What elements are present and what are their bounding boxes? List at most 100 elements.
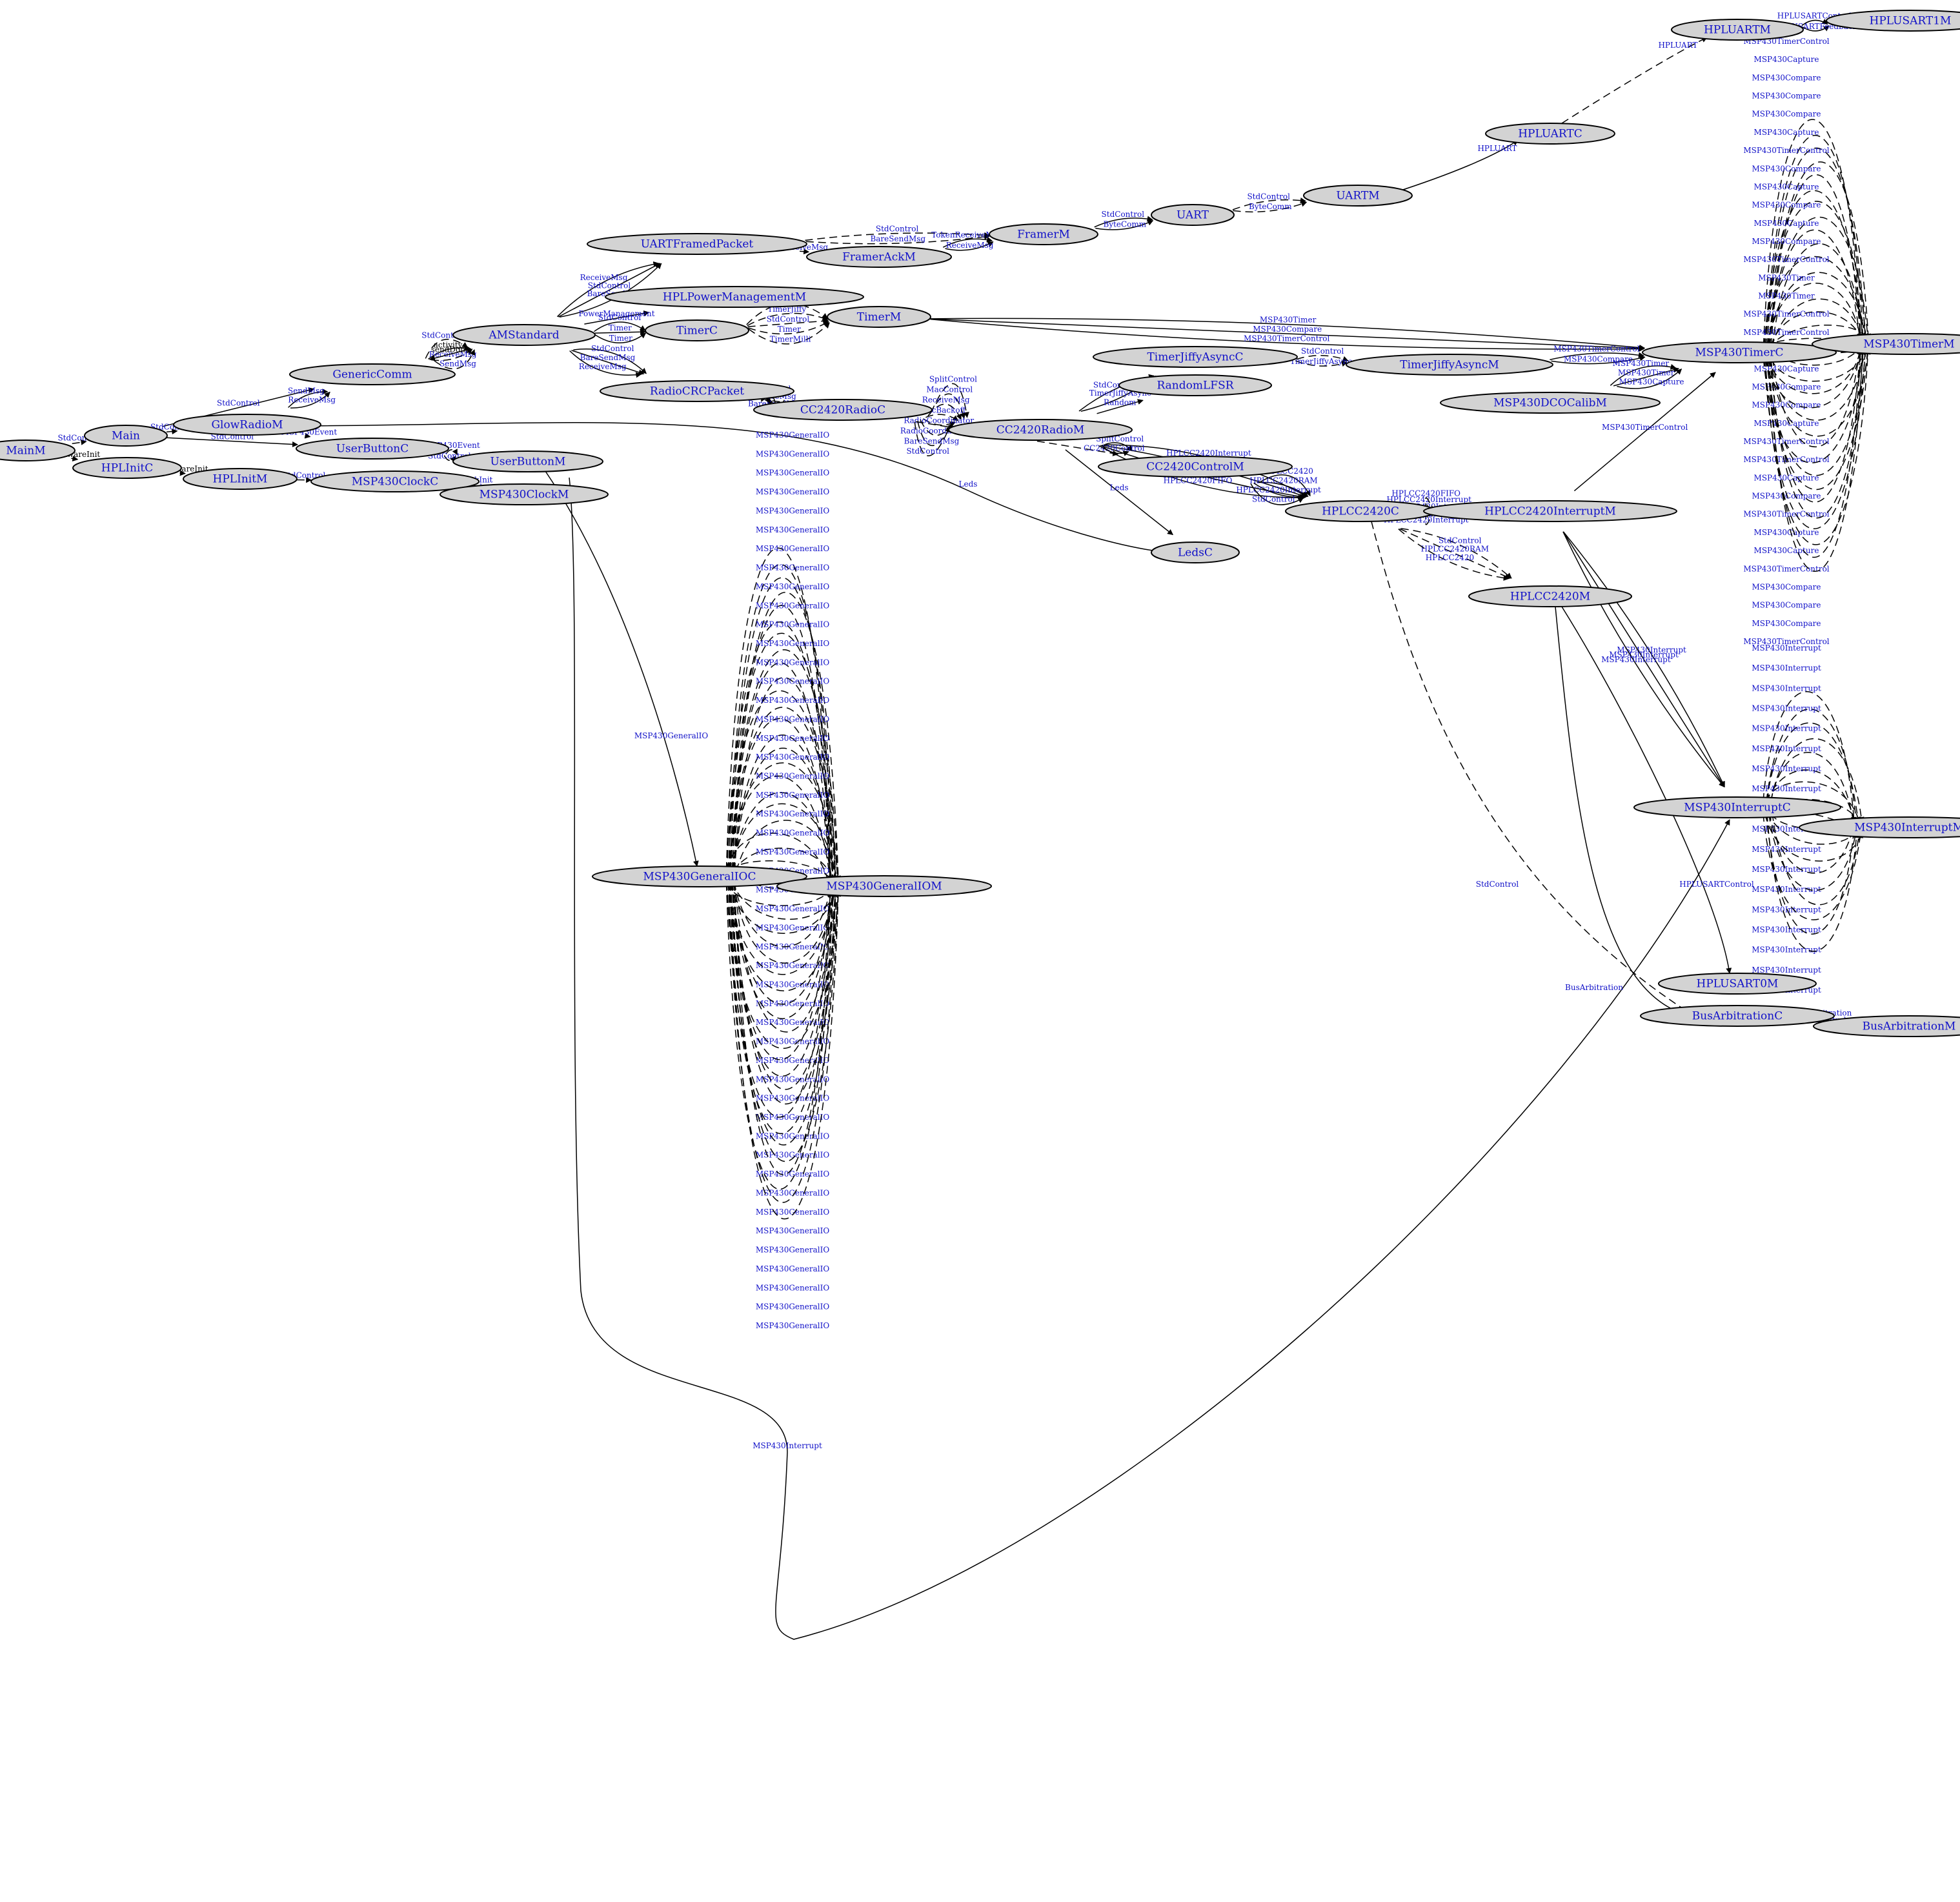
node-shape[interactable] (806, 246, 952, 268)
node-shape[interactable] (645, 319, 749, 341)
node-shape[interactable] (72, 457, 182, 479)
node-shape[interactable] (1093, 346, 1298, 368)
node-main[interactable]: Main (84, 425, 168, 447)
edge-line (569, 350, 642, 378)
fan-edge-line (1763, 345, 1863, 394)
node-hplusart1m[interactable]: HPLUSART1M (1826, 10, 1960, 32)
node-shape[interactable] (1813, 1015, 1960, 1037)
node-hplusart0m[interactable]: HPLUSART0M (1658, 973, 1817, 995)
node-shape[interactable] (989, 223, 1098, 245)
node-busarbitrationm[interactable]: BusArbitrationM (1813, 1015, 1960, 1037)
node-msp430generaliom[interactable]: MSP430GeneralIOM (776, 875, 992, 897)
node-shape[interactable] (1303, 185, 1413, 207)
fan-edge-label: MSP430Compare (1752, 383, 1821, 392)
node-timerjiffyasyncm[interactable]: TimerJiffyAsyncM (1346, 354, 1553, 376)
node-ledsc[interactable]: LedsC (1151, 541, 1240, 563)
edge-line (800, 248, 810, 255)
edge-framerackm-framerm: TokenReceiveMsg (931, 230, 1003, 248)
edge-line (930, 318, 1645, 352)
node-shape[interactable] (1118, 374, 1272, 396)
node-shape[interactable] (289, 363, 456, 385)
node-genericcomm[interactable]: GenericComm (289, 363, 456, 385)
node-timerm[interactable]: TimerM (827, 306, 931, 328)
node-shape[interactable] (1151, 204, 1235, 226)
node-hpluartm[interactable]: HPLUARTM (1671, 19, 1804, 41)
node-shape[interactable] (1799, 816, 1960, 838)
node-framerm[interactable]: FramerM (989, 223, 1098, 245)
edge-line (573, 349, 647, 374)
node-cc2420controlm[interactable]: CC2420ControlM (1098, 456, 1293, 478)
node-shape[interactable] (948, 419, 1133, 441)
node-shape[interactable] (600, 380, 794, 402)
node-shape[interactable] (183, 468, 298, 490)
node-uartframedpacket[interactable]: UARTFramedPacket (587, 233, 807, 255)
node-shape[interactable] (1098, 456, 1293, 478)
node-shape[interactable] (1423, 500, 1677, 522)
edge-label: MacControl (926, 385, 973, 394)
node-hplcc2420m[interactable]: HPLCC2420M (1468, 585, 1632, 607)
node-shape[interactable] (587, 233, 807, 255)
node-shape[interactable] (1640, 1005, 1835, 1027)
node-msp430generalioc[interactable]: MSP430GeneralIOC (592, 865, 807, 887)
node-uart[interactable]: UART (1151, 204, 1235, 226)
node-shape[interactable] (592, 865, 807, 887)
node-cc2420radiom[interactable]: CC2420RadioM (948, 419, 1133, 441)
node-msp430clockc[interactable]: MSP430ClockC (310, 470, 480, 492)
node-busarbitrationc[interactable]: BusArbitrationC (1640, 1005, 1835, 1027)
node-msp430timerm[interactable]: MSP430TimerM (1812, 333, 1960, 355)
node-msp430dcocalibm[interactable]: MSP430DCOCalibM (1440, 392, 1661, 414)
node-cc2420radioc[interactable]: CC2420RadioC (753, 399, 933, 421)
node-label: MainM (6, 445, 45, 458)
node-shape[interactable] (776, 875, 992, 897)
node-shape[interactable] (296, 438, 449, 460)
node-shape[interactable] (1151, 541, 1240, 563)
node-shape[interactable] (1671, 19, 1804, 41)
node-shape[interactable] (452, 450, 603, 472)
node-hpluartc[interactable]: HPLUARTC (1485, 123, 1615, 145)
node-mainm[interactable]: MainM (0, 440, 76, 461)
node-msp430interruptm[interactable]: MSP430InterruptM (1799, 816, 1960, 838)
node-uartm[interactable]: UARTM (1303, 185, 1413, 207)
node-shape[interactable] (1633, 796, 1841, 818)
node-hplcc2420interruptm[interactable]: HPLCC2420InterruptM (1423, 500, 1677, 522)
edge-label: StdControl (1301, 347, 1344, 356)
node-shape[interactable] (1346, 354, 1553, 376)
node-shape[interactable] (452, 324, 596, 346)
node-msp430timerc[interactable]: MSP430TimerC (1642, 341, 1837, 363)
node-shape[interactable] (0, 440, 76, 461)
node-hplinitc[interactable]: HPLInitC (72, 457, 182, 479)
node-shape[interactable] (1468, 585, 1632, 607)
node-shape[interactable] (1812, 333, 1960, 355)
node-shape[interactable] (84, 425, 168, 447)
node-userbuttonc[interactable]: UserButtonC (296, 438, 449, 460)
node-shape[interactable] (605, 286, 864, 308)
node-shape[interactable] (310, 470, 480, 492)
node-shape[interactable] (827, 306, 931, 328)
node-userbuttonm[interactable]: UserButtonM (452, 450, 603, 472)
node-shape[interactable] (1826, 10, 1960, 32)
edge-label: HPLCC2420Interrupt (1236, 485, 1321, 494)
fan-edge-label: MSP430GeneralIO (756, 1226, 829, 1235)
node-radiocrcpacket[interactable]: RadioCRCPacket (600, 380, 794, 402)
node-shape[interactable] (1642, 341, 1837, 363)
node-timerc[interactable]: TimerC (645, 319, 749, 341)
node-amstandard[interactable]: AMStandard (452, 324, 596, 346)
node-shape[interactable] (173, 414, 321, 436)
node-shape[interactable] (439, 483, 609, 505)
node-msp430clockm[interactable]: MSP430ClockM (439, 483, 609, 505)
node-shape[interactable] (1485, 123, 1615, 145)
node-hplinitm[interactable]: HPLInitM (183, 468, 298, 490)
node-glowradiom[interactable]: GlowRadioM (173, 414, 321, 436)
node-hplpowermanagementm[interactable]: HPLPowerManagementM (605, 286, 864, 308)
fan-msp430timerc-msp430timerm: MSP430TimerControlMSP430CaptureMSP430Com… (1743, 37, 1872, 646)
node-shape[interactable] (1658, 973, 1817, 995)
node-msp430interruptc[interactable]: MSP430InterruptC (1633, 796, 1841, 818)
node-shape[interactable] (753, 399, 933, 421)
node-framerackm[interactable]: FramerAckM (806, 246, 952, 268)
node-timerjiffyasyncc[interactable]: TimerJiffyAsyncC (1093, 346, 1298, 368)
fan-edge-label: MSP430GeneralIO (756, 430, 829, 440)
node-hplcc2420c[interactable]: HPLCC2420C (1285, 500, 1436, 522)
node-randomlfsr[interactable]: RandomLFSR (1118, 374, 1272, 396)
node-shape[interactable] (1440, 392, 1661, 414)
fan-edge-line (731, 592, 842, 884)
